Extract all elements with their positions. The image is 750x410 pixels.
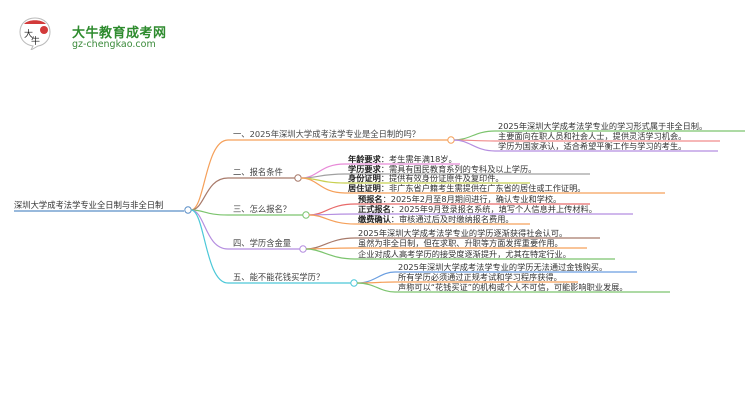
leaf-3-1[interactable]: 预报名：2025年2月至8月期间进行，确认专业和学校。	[358, 194, 561, 204]
leaf-text: ：提供有效身份证原件及复印件。	[380, 173, 504, 183]
leaf-3-3[interactable]: 缴费确认：审核通过后及时缴纳报名费用。	[358, 214, 514, 224]
leaf-text: ：2025年2月至8月期间进行，确认专业和学校。	[382, 194, 562, 204]
logo-url: gz-chengkao.com	[72, 39, 156, 50]
leaf-text: ：审核通过后及时缴纳报名费用。	[390, 214, 514, 224]
leaf-key: 学历要求	[348, 164, 381, 174]
leaf-4-1[interactable]: 2025年深圳大学成考法学专业的学历逐渐获得社会认可。	[358, 228, 568, 238]
leaf-text: ：考生需年满18岁。	[380, 154, 457, 164]
leaf-3-2[interactable]: 正式报名：2025年9月登录报名系统，填写个人信息并上传材料。	[358, 204, 597, 214]
leaf-4-3[interactable]: 企业对成人高考学历的接受度逐渐提升，尤其在特定行业。	[358, 249, 571, 259]
logo-title: 大牛教育成考网	[72, 26, 167, 41]
leaf-2-3[interactable]: 身份证明：提供有效身份证原件及复印件。	[348, 173, 504, 183]
mindmap-root[interactable]: 深圳大学成考法学专业全日制与非全日制	[14, 200, 164, 210]
leaf-5-1[interactable]: 2025年深圳大学成考法学专业的学历无法通过金钱购买。	[398, 262, 608, 272]
leaf-2-1[interactable]: 年龄要求：考生需年满18岁。	[348, 154, 457, 164]
branch-4-label[interactable]: 四、学历含金量	[233, 238, 292, 248]
svg-text:大: 大	[24, 28, 33, 40]
branch-1-label[interactable]: 一、2025年深圳大学成考法学专业是全日制的吗？	[233, 129, 421, 139]
leaf-1-2[interactable]: 主要面向在职人员和社会人士，提供灵活学习机会。	[498, 131, 687, 141]
leaf-1-3[interactable]: 学历为国家承认，适合希望平衡工作与学习的考生。	[498, 141, 687, 151]
leaf-key: 缴费确认	[358, 214, 391, 224]
leaf-key: 身份证明	[348, 173, 381, 183]
leaf-5-2[interactable]: 所有学历必须通过正规考试和学习程序获得。	[398, 272, 562, 282]
leaf-2-2[interactable]: 学历要求：需具有国民教育系列的专科及以上学历。	[348, 164, 536, 174]
site-logo[interactable]: 大 牛 大牛教育成考网 gz-chengkao.com	[18, 14, 168, 54]
leaf-5-3[interactable]: 声称可以“花钱买证”的机构或个人不可信，可能影响职业发展。	[398, 282, 628, 292]
branch-2-label[interactable]: 二、报名条件	[233, 167, 283, 177]
leaf-text: ：2025年9月登录报名系统，填写个人信息并上传材料。	[390, 204, 597, 214]
leaf-4-2[interactable]: 虽然为非全日制，但在求职、升职等方面发挥重要作用。	[358, 238, 563, 248]
branch-5-label[interactable]: 五、能不能花钱买学历？	[233, 272, 325, 282]
branch-3-label[interactable]: 三、怎么报名？	[233, 204, 292, 214]
svg-text:牛: 牛	[31, 35, 40, 47]
leaf-key: 正式报名	[358, 204, 391, 214]
leaf-text: ：非广东省户籍考生需提供在广东省的居住或工作证明。	[380, 183, 586, 193]
leaf-1-1[interactable]: 2025年深圳大学成考法学专业的学习形式属于非全日制。	[498, 121, 708, 131]
leaf-2-4[interactable]: 居住证明：非广东省户籍考生需提供在广东省的居住或工作证明。	[348, 183, 585, 193]
leaf-key: 预报名	[358, 194, 383, 204]
logo-mark-icon: 大 牛	[19, 17, 51, 50]
leaf-text: ：需具有国民教育系列的专科及以上学历。	[380, 164, 537, 174]
leaf-key: 居住证明	[348, 183, 381, 193]
leaf-key: 年龄要求	[348, 154, 381, 164]
